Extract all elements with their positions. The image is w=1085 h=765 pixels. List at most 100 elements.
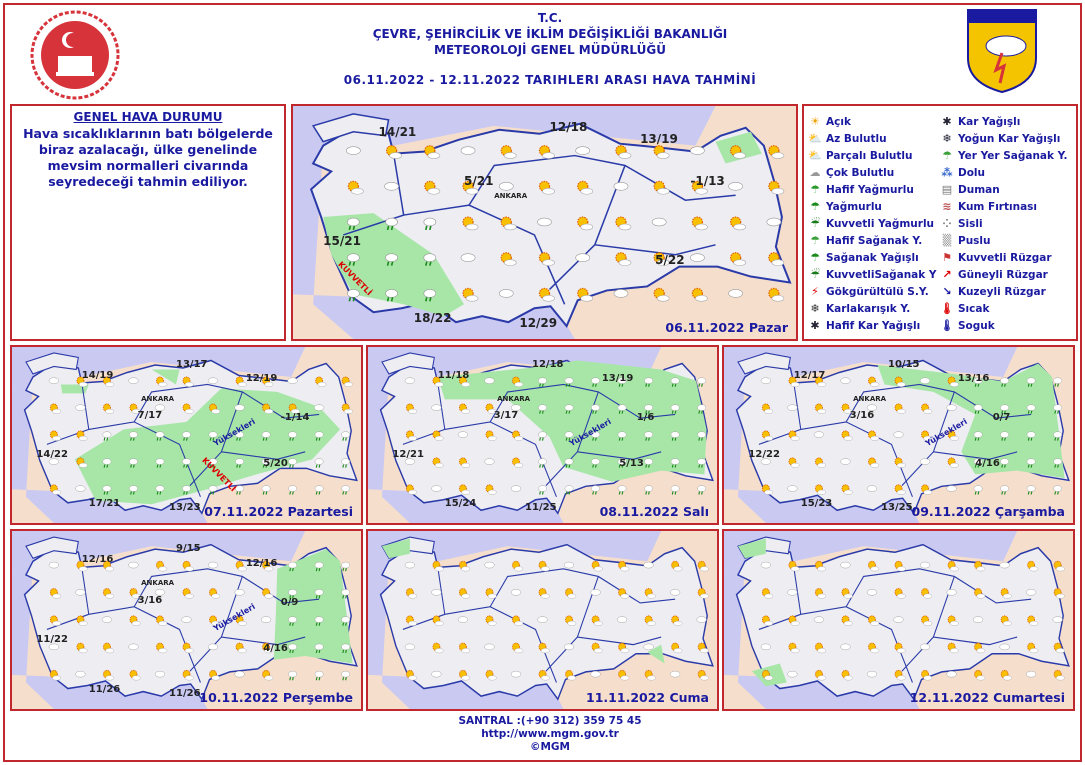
cloudy-icon xyxy=(154,670,166,678)
map-date-label: 08.11.2022 Salı xyxy=(599,504,709,519)
cloudy-icon xyxy=(787,485,798,492)
rain-icon xyxy=(617,377,627,387)
cloudy-icon xyxy=(919,643,931,651)
sun-cloud-icon xyxy=(653,180,670,195)
cloudy-icon xyxy=(75,589,86,596)
rain-icon xyxy=(697,458,707,468)
sun-cloud-icon xyxy=(921,669,933,681)
cloudy-icon xyxy=(840,458,851,465)
cloudy-icon xyxy=(563,561,575,569)
sun-cloud-icon xyxy=(921,615,933,626)
cloudy-icon xyxy=(893,616,904,623)
temperature-label: 12/18 xyxy=(532,359,564,371)
light-rain-icon: ☂ xyxy=(810,183,820,196)
map-day-7: 12.11.2022 Cumartesi xyxy=(722,529,1075,711)
turkey-map xyxy=(368,531,717,709)
sun-cloud-icon xyxy=(653,252,670,266)
cloudy-icon xyxy=(866,404,878,411)
legend-item: ☂Sağanak Yağışlı xyxy=(808,249,940,266)
rain-icon xyxy=(564,377,574,387)
partly-cloudy-icon: ⛅ xyxy=(808,149,822,162)
sun-cloud-icon xyxy=(691,287,708,302)
header-directorate: METEOROLOJİ GENEL MÜDÜRLÜĞÜ xyxy=(434,43,666,57)
cloudy-icon xyxy=(972,616,984,623)
sun-cloud-icon xyxy=(947,457,959,468)
sun-cloud-icon xyxy=(761,484,774,495)
sun-cloud-icon xyxy=(512,376,524,387)
cloudy-icon xyxy=(431,670,442,678)
legend-label: Parçalı Bulutlu xyxy=(826,149,913,162)
rain-icon xyxy=(591,485,600,495)
cloudy-icon xyxy=(498,289,514,298)
rain-icon xyxy=(423,253,437,266)
sun-cloud-icon xyxy=(815,588,827,599)
rain-icon xyxy=(973,458,983,468)
sun-cloud-icon xyxy=(697,588,709,599)
cloudy-icon xyxy=(314,404,325,411)
rain-icon xyxy=(1053,458,1063,468)
cloudy-icon xyxy=(384,182,399,191)
cloudy-icon xyxy=(590,670,601,678)
rain-icon xyxy=(288,670,297,681)
sun-cloud-icon xyxy=(432,457,444,468)
sun-cloud-icon xyxy=(432,430,444,441)
sun-cloud-icon xyxy=(565,669,577,681)
rain-icon xyxy=(644,458,653,468)
legend-item: ☂Yer Yer Sağanak Y. xyxy=(940,147,1074,164)
cloudy-icon xyxy=(728,182,743,191)
cloudy-icon xyxy=(181,616,192,623)
cloudy-icon xyxy=(48,643,59,651)
legend-item: ⛅Az Bulutlu xyxy=(808,130,940,147)
black-sea xyxy=(12,531,306,577)
sun-cloud-icon xyxy=(894,588,906,599)
temperature-label: 13/16 xyxy=(957,373,990,385)
sleet-icon: ❄ xyxy=(810,302,820,315)
sun-cloud-icon xyxy=(129,615,141,626)
sun-cloud-icon xyxy=(841,430,853,441)
heavy-rain-icon: ☔ xyxy=(810,217,820,230)
temperature-label: 13/25 xyxy=(881,501,913,513)
general-weather-box: GENEL HAVA DURUMU Hava sıcaklıklarının b… xyxy=(10,104,286,341)
sun-cloud-icon xyxy=(894,560,906,572)
rain-icon xyxy=(591,404,600,414)
cloudy-icon xyxy=(787,404,798,411)
rain-icon xyxy=(261,458,271,468)
sun-cloud-icon xyxy=(103,376,115,387)
footer-url[interactable]: http://www.mgm.gov.tr xyxy=(481,728,619,740)
strong-wind-icon: ⚑ xyxy=(942,251,952,264)
legend-item: ↗Güneyli Rüzgar xyxy=(940,266,1074,283)
cloudy-icon xyxy=(510,404,522,411)
cloudy-icon xyxy=(643,643,654,651)
sun-cloud-icon xyxy=(462,216,479,231)
rain-icon xyxy=(973,431,983,441)
rain-icon xyxy=(182,485,191,495)
rain-icon xyxy=(1026,431,1036,441)
sun-cloud-icon xyxy=(512,457,524,468)
rain-icon xyxy=(697,485,707,495)
sun-cloud-icon xyxy=(49,588,62,599)
cloudy-icon xyxy=(760,561,771,569)
sun-cloud-icon xyxy=(129,669,141,681)
sun-cloud-icon xyxy=(459,560,471,572)
rain-icon xyxy=(261,485,271,495)
sun-cloud-icon xyxy=(1053,642,1065,654)
cloudy-icon xyxy=(537,616,548,623)
legend-item: ☁Çok Bulutlu xyxy=(808,164,940,181)
black-sea xyxy=(724,347,1018,392)
cloudy-icon xyxy=(154,404,166,411)
turkey-map xyxy=(368,347,717,523)
sun-cloud-icon xyxy=(974,588,986,599)
rain-icon xyxy=(288,643,297,654)
sun-cloud-icon xyxy=(815,484,827,495)
sun-cloud-icon xyxy=(485,588,497,599)
rain-icon xyxy=(591,458,600,468)
cloudy-icon xyxy=(207,561,219,569)
sun-cloud-icon xyxy=(262,669,274,681)
cloudy-icon xyxy=(234,670,245,678)
ankara-label: ANKARA xyxy=(141,579,175,588)
rain-icon xyxy=(341,561,351,572)
sun-cloud-icon xyxy=(424,180,441,195)
rain-icon xyxy=(564,485,574,495)
sun-cloud-icon xyxy=(1027,560,1039,572)
sun-cloud-icon xyxy=(103,588,115,599)
